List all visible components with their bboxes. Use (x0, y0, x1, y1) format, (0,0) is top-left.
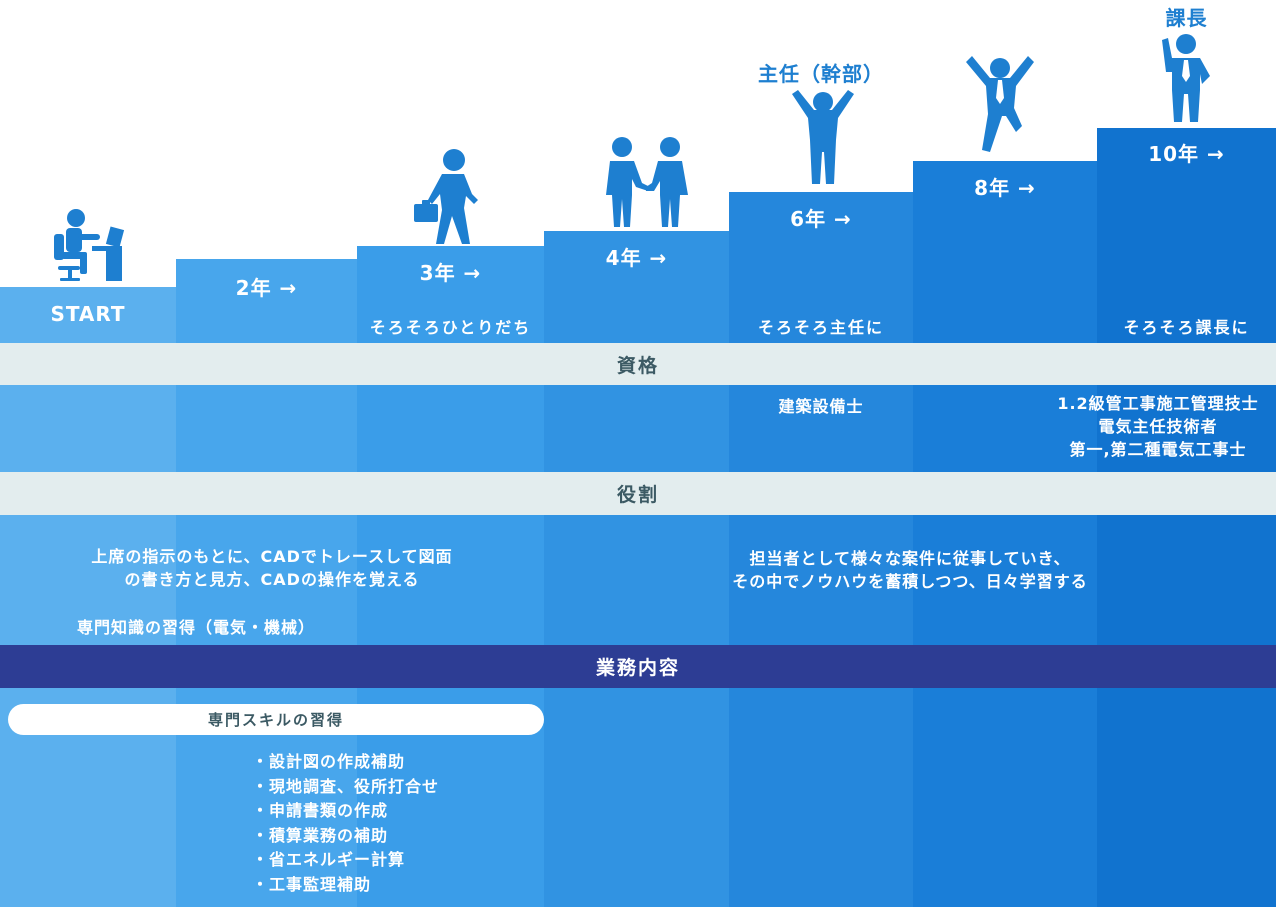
task-item: ・工事監理補助 (252, 874, 372, 894)
step-sub-10y: そろそろ課長に (1123, 318, 1250, 337)
qualification-item: 電気主任技術者 (1098, 417, 1218, 436)
cheering-worker-icon (792, 90, 854, 184)
step-label-3y: 3年 → (419, 261, 482, 285)
task-item: ・現地調査、役所打合せ (252, 776, 440, 796)
step-label-4y: 4年 → (605, 246, 668, 270)
step-column-10y (1097, 128, 1276, 907)
qualification-item: 第一,第二種電気工事士 (1069, 440, 1247, 459)
manager-icon (1162, 34, 1210, 122)
step-label-2y: 2年 → (235, 276, 298, 300)
jumping-worker-icon (966, 56, 1034, 152)
skill-pill: 専門スキルの習得 (8, 704, 544, 735)
walking-worker-icon (414, 149, 478, 244)
role-early-extra: 専門知識の習得（電気・機械） (76, 618, 315, 637)
role-early-line: 上席の指示のもとに、CADでトレースして図面 (91, 547, 453, 566)
step-column-6y (729, 192, 913, 907)
step-label-6y: 6年 → (790, 207, 852, 231)
qualification-item: 1.2級管工事施工管理技士 (1057, 394, 1259, 413)
task-list: ・設計図の作成補助 ・現地調査、役所打合せ ・申請書類の作成 ・積算業務の補助 … (252, 750, 439, 897)
task-item: ・省エネルギー計算 (252, 850, 406, 869)
step-sub-6y: そろそろ主任に (757, 318, 884, 337)
section-header-yakuwari: 役割 (0, 472, 1276, 515)
task-item: ・申請書類の作成 (252, 801, 389, 820)
step-column-8y (913, 161, 1097, 907)
role-later-line: 担当者として様々な案件に従事していき、 (749, 549, 1071, 568)
handshake-icon (606, 137, 688, 227)
step-column-start (0, 287, 176, 907)
task-item: ・設計図の作成補助 (252, 752, 406, 771)
section-header-gyomu: 業務内容 (0, 645, 1276, 688)
section-header-shikaku: 資格 (0, 343, 1276, 385)
step-label-10y: 10年 → (1148, 142, 1225, 166)
role-early: 上席の指示のもとに、CADでトレースして図面 の書き方と見方、CADの操作を覚え… (0, 545, 544, 591)
role-later-line: その中でノウハウを蓄積しつつ、日々学習する (732, 572, 1088, 591)
qualification-6y: 建築設備士 (778, 397, 864, 416)
title-shunin: 主任（幹部） (758, 62, 884, 86)
role-later: 担当者として様々な案件に従事していき、 その中でノウハウを蓄積しつつ、日々学習す… (544, 547, 1276, 593)
desk-worker-icon (54, 209, 125, 281)
qualification-10y: 1.2級管工事施工管理技士 電気主任技術者 第一,第二種電気工事士 (1040, 392, 1276, 461)
role-early-line: の書き方と見方、CADの操作を覚える (124, 570, 420, 589)
step-label-8y: 8年 → (974, 176, 1036, 200)
step-label-start: START (50, 302, 126, 326)
step-sub-3y: そろそろひとりだち (369, 318, 532, 337)
task-item: ・積算業務の補助 (252, 825, 389, 845)
title-kacho: 課長 (1165, 6, 1208, 30)
